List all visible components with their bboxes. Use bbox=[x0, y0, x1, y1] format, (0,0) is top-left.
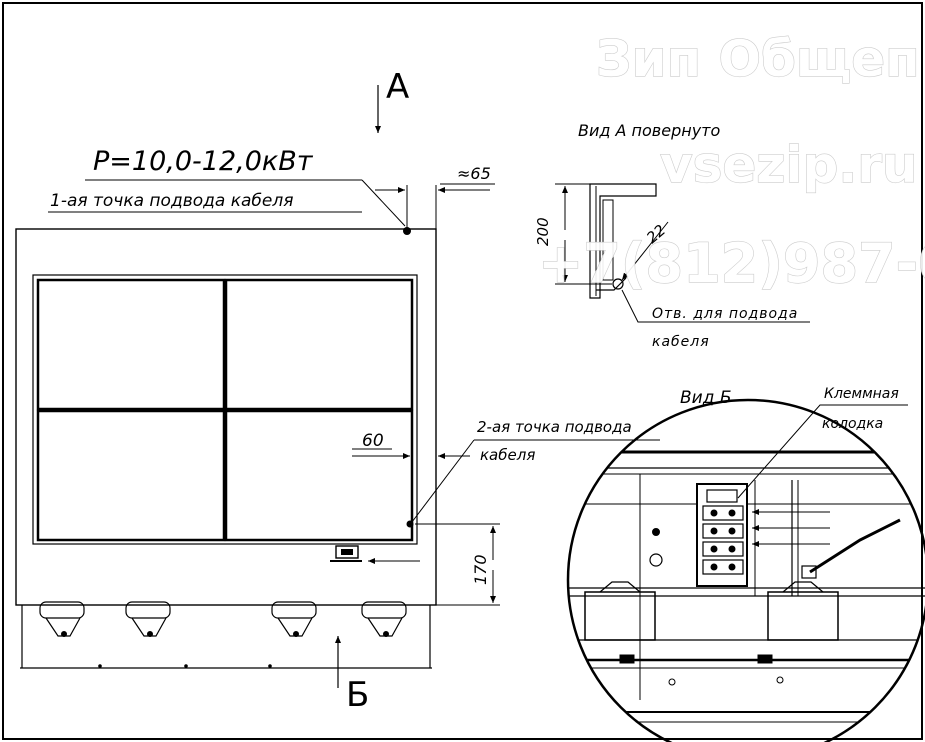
view-a-title: Вид А повернуто bbox=[578, 121, 720, 140]
cable-point-1-marker bbox=[403, 227, 411, 235]
dimension-200: 200 bbox=[534, 217, 552, 246]
terminal-label-line1: Клеммная bbox=[824, 386, 899, 402]
cooktop-frame bbox=[32, 274, 418, 545]
cable-point-1-label: 1-ая точка подвода кабеля bbox=[50, 191, 293, 211]
point1-leader bbox=[361, 179, 406, 227]
dimension-170: 170 bbox=[471, 554, 490, 585]
view-b-letter: Б bbox=[346, 675, 369, 715]
point2-leader bbox=[411, 439, 475, 523]
view-b-detail bbox=[566, 398, 925, 742]
front-view bbox=[15, 227, 437, 669]
leg-1 bbox=[39, 601, 85, 637]
watermark-line-2: vsezip.ru bbox=[660, 136, 918, 194]
view-a-letter: A bbox=[386, 67, 409, 107]
view-b-title: Вид Б bbox=[680, 388, 732, 408]
hotplate-2 bbox=[224, 278, 414, 411]
terminal-label-line2: колодка bbox=[822, 416, 883, 432]
leg-4 bbox=[361, 601, 407, 637]
hole-label-line1: Отв. для подвода bbox=[652, 306, 798, 322]
watermark: Зип Общеп vsezip.ru +7(812)987-0 bbox=[537, 29, 925, 295]
cable-hole bbox=[612, 278, 624, 290]
hotplate-4 bbox=[224, 409, 414, 542]
hotplate-1 bbox=[36, 278, 226, 411]
hotplate-3 bbox=[36, 409, 226, 542]
view-a-detail bbox=[555, 183, 810, 323]
power-label: P=10,0-12,0кВт bbox=[93, 146, 314, 177]
dimension-60: 60 bbox=[362, 431, 384, 451]
dimension-65: ≈65 bbox=[457, 164, 491, 183]
cable-point-2-label-line2: кабеля bbox=[480, 446, 535, 464]
cable-point-2-marker bbox=[406, 520, 414, 528]
watermark-line-3: +7(812)987-0 bbox=[538, 232, 925, 295]
cable-point-2-label-line1: 2-ая точка подвода bbox=[477, 418, 632, 436]
watermark-line-1: Зип Общеп bbox=[596, 30, 920, 88]
leg-2 bbox=[125, 601, 171, 637]
control-knob bbox=[330, 545, 362, 562]
hole-label-line2: кабеля bbox=[652, 334, 710, 350]
leg-3 bbox=[271, 601, 317, 637]
